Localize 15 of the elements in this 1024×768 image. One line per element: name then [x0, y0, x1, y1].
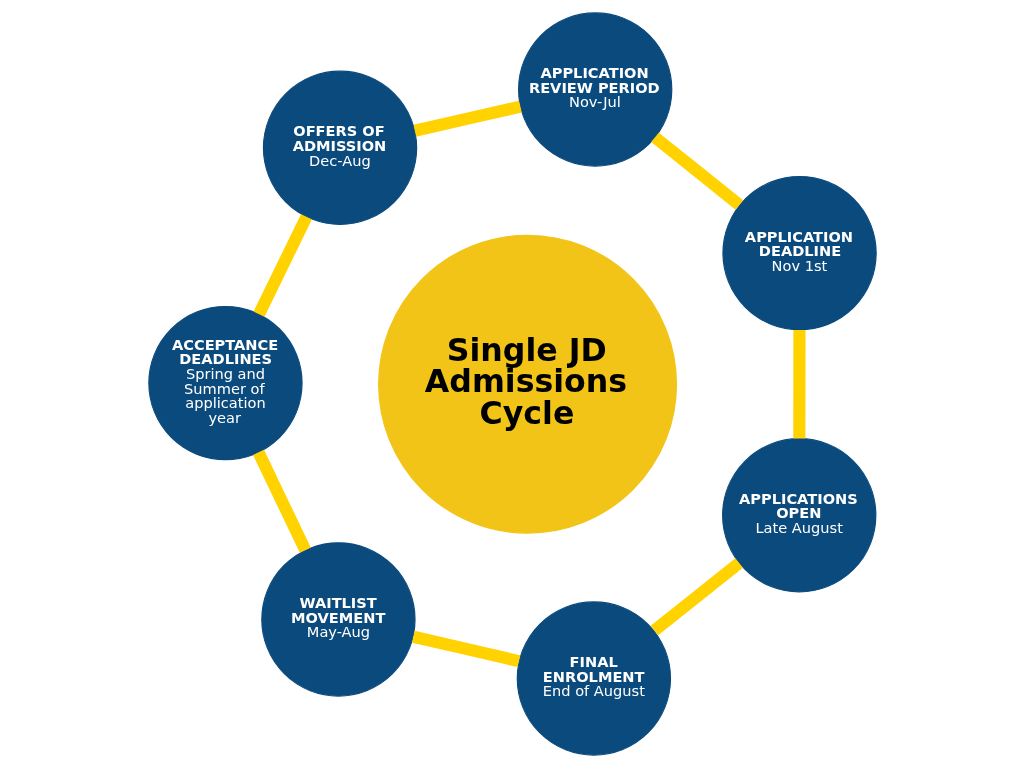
node-circle: WAITLIST MOVEMENT May-Aug [260, 542, 416, 697]
connector [411, 630, 520, 668]
node-circle: APPLICATION DEADLINE Nov 1st [721, 175, 877, 331]
node-circle: Single JD Admissions Cycle [377, 234, 677, 534]
node-circle: APPLICATIONS OPEN Late August [721, 438, 876, 593]
connector [792, 330, 806, 439]
node-circle: ACCEPTANCE DEADLINES Spring and Summer of application year [147, 305, 303, 461]
node-circle: APPLICATION REVIEW PERIOD Nov-Jul [517, 12, 672, 167]
connector [252, 449, 311, 553]
node-circle: OFFERS OF ADMISSION Dec-Aug [262, 70, 417, 225]
connector [413, 100, 522, 137]
connector [650, 558, 743, 636]
node-circle: FINAL ENROLMENT End of August [516, 601, 671, 756]
connector [253, 214, 312, 317]
connector [650, 132, 743, 210]
